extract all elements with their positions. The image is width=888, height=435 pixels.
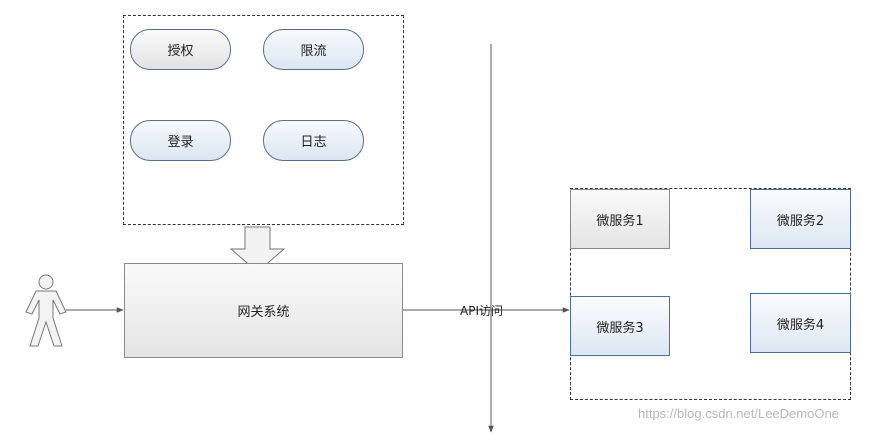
feature-label: 限流 <box>300 44 327 59</box>
microservice-1-box[interactable]: 微服务1 <box>570 189 670 249</box>
microservice-3-box[interactable]: 微服务3 <box>570 296 670 356</box>
microservice-label: 微服务1 <box>596 213 644 229</box>
person-icon <box>25 274 67 347</box>
microservice-2-box[interactable]: 微服务2 <box>750 189 851 249</box>
feature-login[interactable]: 登录 <box>130 120 231 161</box>
microservice-label: 微服务4 <box>776 317 825 333</box>
api-access-text: API访问 <box>460 304 503 318</box>
gateway-system-box[interactable]: 网关系统 <box>124 263 403 358</box>
microservice-4-box[interactable]: 微服务4 <box>750 293 851 353</box>
microservice-label: 微服务2 <box>776 213 825 229</box>
feature-logging[interactable]: 日志 <box>263 120 364 161</box>
feature-rate-limiting[interactable]: 限流 <box>263 29 364 70</box>
down-block-arrow <box>229 226 286 273</box>
gateway-features-container <box>123 15 404 225</box>
feature-authorization[interactable]: 授权 <box>130 29 231 70</box>
watermark-text: https://blog.csdn.net/LeeDemoOne <box>638 406 839 421</box>
microservice-label: 微服务3 <box>596 320 644 336</box>
gateway-label: 网关系统 <box>237 305 290 320</box>
api-access-label: API访问 <box>460 302 503 319</box>
feature-label: 授权 <box>167 44 194 59</box>
feature-label: 登录 <box>167 135 194 150</box>
feature-label: 日志 <box>300 135 327 150</box>
